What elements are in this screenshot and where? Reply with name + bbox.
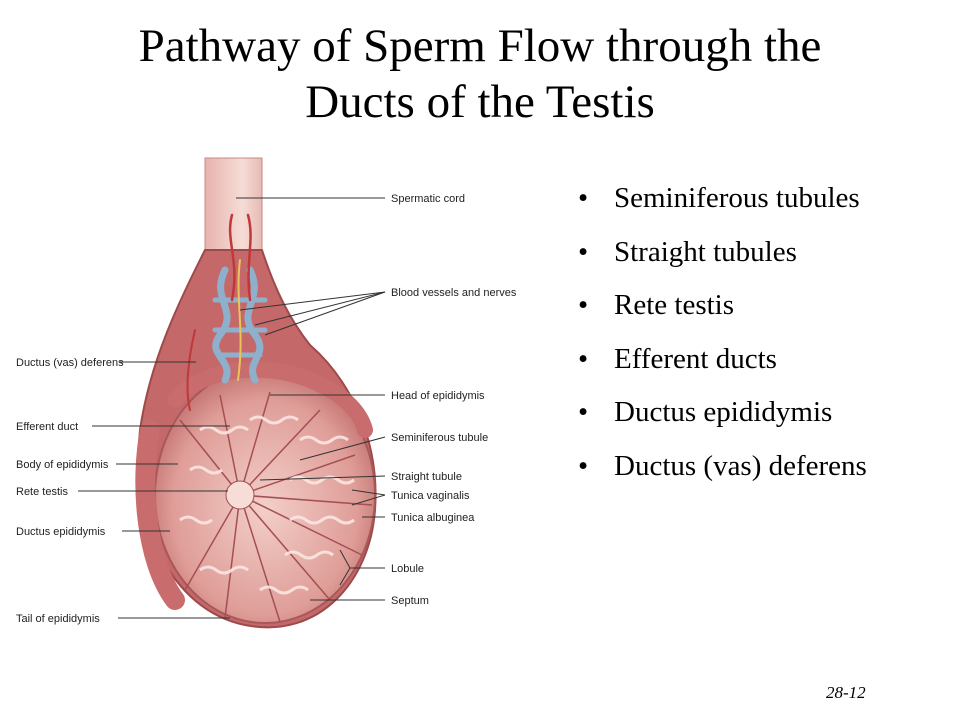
seminiferous-tubules [179, 415, 355, 595]
bullet-dot-icon: • [578, 449, 589, 482]
label-seminiferous-tubule: Seminiferous tubule [391, 432, 488, 444]
bullet-dot-icon: • [578, 289, 589, 321]
label-lobule: Lobule [391, 563, 424, 575]
bullet-dot-icon: • [578, 182, 589, 214]
bullet-text: Efferent ducts [614, 342, 777, 375]
blood-vessels-shape [186, 213, 268, 411]
pathway-bullet-list: •Seminiferous tubules •Straight tubules … [578, 178, 867, 499]
septa-lines [179, 391, 373, 623]
bullet-item: • Seminiferous tubules [578, 178, 867, 232]
bullet-text: Ductus (vas) deferens [614, 449, 867, 482]
bullet-item: • Rete testis [578, 285, 867, 339]
label-ductus-deferens: Ductus (vas) deferens [16, 357, 124, 369]
label-rete-testis: Rete testis [16, 486, 68, 498]
bullet-text: Straight tubules [614, 235, 797, 268]
bullet-text: Seminiferous tubules [614, 182, 860, 214]
bullet-item: • Ductus epididymis [578, 392, 867, 446]
label-septum: Septum [391, 595, 429, 607]
testis-diagram: Spermatic cord Blood vessels and nerves … [16, 157, 517, 629]
title-line-1: Pathway of Sperm Flow through the [138, 20, 822, 72]
bullet-text: Ductus epididymis [614, 396, 833, 428]
bullet-item: • Straight tubules [578, 232, 867, 286]
bullet-dot-icon: • [578, 235, 589, 268]
label-tail-epididymis: Tail of epididymis [16, 613, 100, 625]
rete-testis-shape [225, 480, 255, 510]
slide-number: 28-12 [826, 683, 866, 702]
label-tunica-albuginea: Tunica albuginea [391, 512, 475, 524]
label-blood-vessels: Blood vessels and nerves [391, 287, 517, 299]
label-spermatic-cord: Spermatic cord [391, 193, 465, 205]
title-line-2: Ducts of the Testis [305, 76, 655, 128]
bullet-text: Rete testis [614, 289, 735, 321]
bullet-dot-icon: • [578, 396, 589, 428]
label-tunica-vaginalis: Tunica vaginalis [391, 490, 470, 502]
epididymis-shape [167, 361, 373, 438]
bullet-item: • Ductus (vas) deferens [578, 446, 867, 500]
label-body-epididymis: Body of epididymis [16, 459, 109, 471]
leader-lines [78, 197, 386, 619]
bullet-item: • Efferent ducts [578, 339, 867, 393]
label-straight-tubule: Straight tubule [391, 471, 462, 483]
label-efferent-duct: Efferent duct [16, 421, 78, 433]
slide-title: Pathway of Sperm Flow through the Ducts … [0, 18, 960, 130]
label-ductus-epididymis: Ductus epididymis [16, 526, 106, 538]
label-head-epididymis: Head of epididymis [391, 390, 485, 402]
bullet-dot-icon: • [578, 342, 589, 375]
